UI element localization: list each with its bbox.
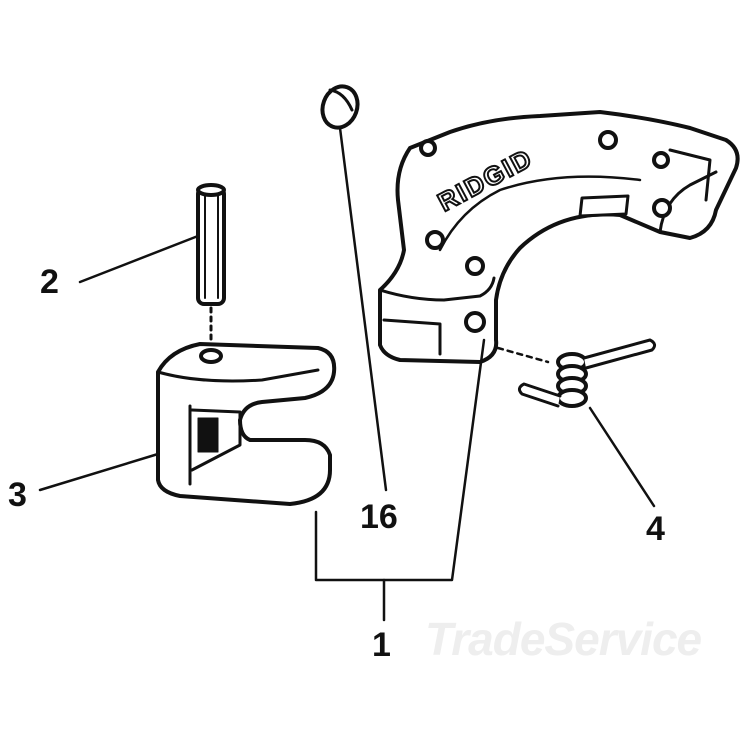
part-4-spring — [517, 338, 657, 408]
watermark: TradeService — [425, 613, 702, 665]
callout-part-16: 16 — [360, 498, 398, 536]
callout-part-1: 1 — [372, 626, 391, 664]
callout-part-2: 2 — [40, 263, 59, 301]
part-3-block — [156, 342, 337, 506]
part-1-frame — [378, 110, 740, 364]
callout-part-4: 4 — [646, 510, 665, 548]
leader-lines — [38, 126, 656, 622]
part-2-pin — [196, 183, 226, 342]
part-16-cap — [320, 84, 360, 130]
callout-part-3: 3 — [8, 476, 27, 514]
